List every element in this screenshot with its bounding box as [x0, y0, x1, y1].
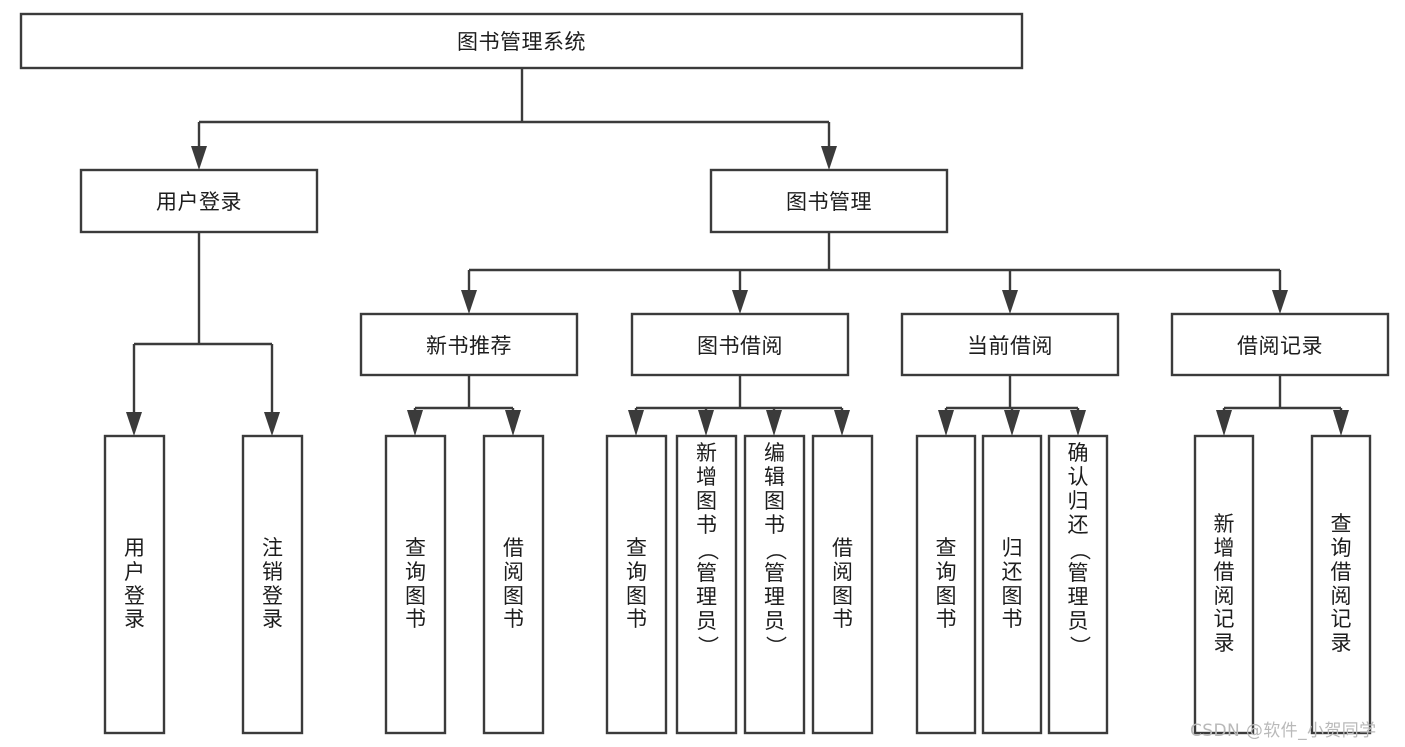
connector-current-borrow-to-leaves — [938, 375, 1086, 436]
connector-user-login-to-leaves — [126, 232, 280, 436]
arrow-head-icon — [1272, 290, 1288, 314]
arrow-head-icon — [766, 410, 782, 436]
node-box-leaf-query-book-3[interactable] — [915, 434, 977, 735]
node-box-leaf-return-book[interactable] — [981, 434, 1043, 735]
node-box-book-manage[interactable] — [709, 168, 949, 234]
arrow-head-icon — [264, 412, 280, 436]
arrow-head-icon — [821, 146, 837, 170]
node-box-leaf-add-record[interactable] — [1193, 434, 1255, 735]
node-box-leaf-confirm-return[interactable] — [1047, 434, 1109, 735]
connector-new-book-recommend-to-leaves — [407, 375, 521, 436]
arrow-head-icon — [732, 290, 748, 314]
node-box-new-book-recommend[interactable] — [359, 312, 579, 377]
arrow-head-icon — [126, 412, 142, 436]
node-box-leaf-borrow-book-2[interactable] — [811, 434, 874, 735]
node-box-leaf-user-login[interactable] — [103, 434, 166, 735]
arrow-head-icon — [191, 146, 207, 170]
arrow-head-icon — [461, 290, 477, 314]
connector-book-borrow-to-leaves — [628, 375, 850, 436]
node-box-borrow-record[interactable] — [1170, 312, 1390, 377]
connector-borrow-record-to-leaves — [1216, 375, 1349, 436]
csdn-watermark: CSDN @软件_小贺同学 — [1190, 721, 1377, 741]
node-box-leaf-query-book-2[interactable] — [605, 434, 668, 735]
arrow-head-icon — [1333, 410, 1349, 436]
node-box-user-login[interactable] — [79, 168, 319, 234]
node-box-leaf-add-book[interactable] — [675, 434, 738, 735]
connector-book-manage-to-level3 — [461, 232, 1288, 314]
node-box-leaf-borrow-book-1[interactable] — [482, 434, 545, 735]
connector-root-to-level2 — [191, 68, 837, 170]
node-box-leaf-edit-book[interactable] — [743, 434, 806, 735]
node-box-leaf-query-record[interactable] — [1310, 434, 1372, 735]
node-box-leaf-query-book-1[interactable] — [384, 434, 447, 735]
node-box-current-borrow[interactable] — [900, 312, 1120, 377]
node-box-root[interactable] — [19, 12, 1024, 70]
arrow-head-icon — [1002, 290, 1018, 314]
arrow-head-icon — [407, 410, 423, 436]
node-box-book-borrow[interactable] — [630, 312, 850, 377]
arrow-head-icon — [1216, 410, 1232, 436]
arrow-head-icon — [505, 410, 521, 436]
arrow-head-icon — [628, 410, 644, 436]
node-box-leaf-user-logout[interactable] — [241, 434, 304, 735]
arrow-head-icon — [1070, 410, 1086, 436]
arrow-head-icon — [698, 410, 714, 436]
arrow-head-icon — [1004, 410, 1020, 436]
arrow-head-icon — [834, 410, 850, 436]
arrow-head-icon — [938, 410, 954, 436]
